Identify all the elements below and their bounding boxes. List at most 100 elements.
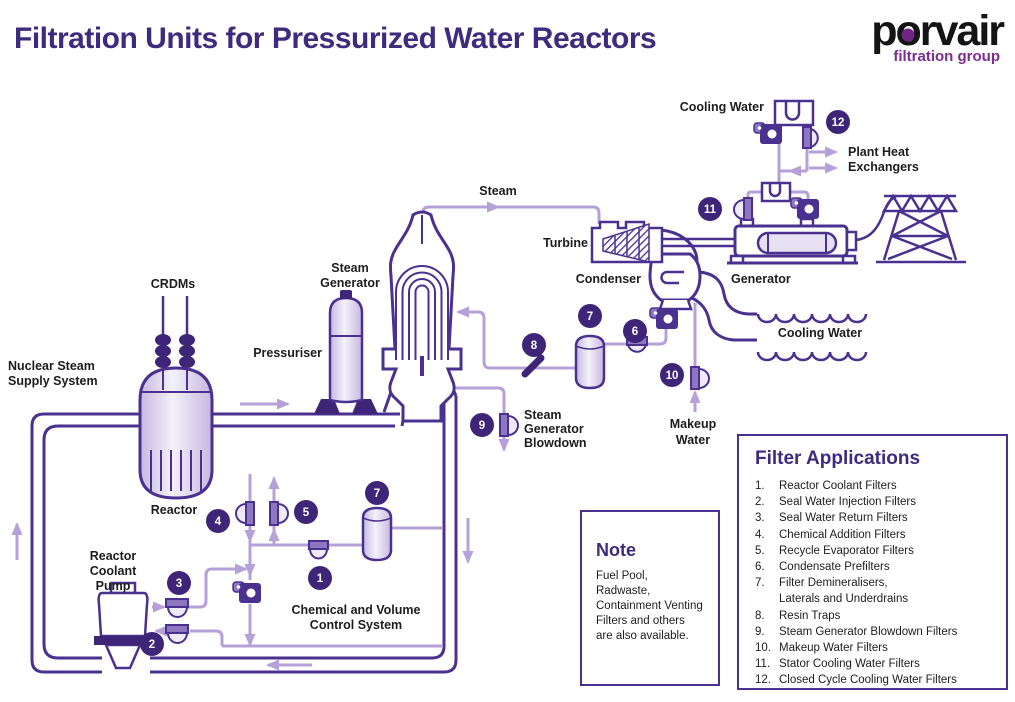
list-item: 11. Stator Cooling Water Filters — [755, 656, 996, 672]
porvair-wordmark: porvair — [871, 7, 1005, 55]
label-steam-generator-2: Generator — [320, 276, 380, 290]
badge-2: 2 — [140, 632, 164, 656]
filter-5-icon — [269, 501, 289, 526]
item-text: Stator Cooling Water Filters — [779, 658, 920, 671]
diagram-labels: Cooling Water Plant Heat Exchangers Stea… — [8, 100, 919, 632]
list-item: 10. Makeup Water Filters — [755, 640, 996, 656]
filter-1-icon — [308, 540, 329, 560]
list-item: 1. Reactor Coolant Filters — [755, 478, 996, 494]
filter-2-icon — [165, 624, 189, 644]
condensate-pump-icon — [649, 307, 679, 330]
label-makeup-2: Water — [676, 433, 710, 447]
filter-12-icon — [802, 126, 819, 149]
badge-5: 5 — [294, 500, 318, 524]
badge-7-cvcs: 7 — [365, 481, 389, 505]
badge-8: 8 — [522, 333, 546, 357]
badge-6-num: 6 — [632, 326, 638, 338]
label-cvcs-1: Chemical and Volume — [292, 603, 421, 617]
label-cooling-water-right: Cooling Water — [778, 326, 862, 340]
logo-tagline: filtration group — [893, 48, 1000, 65]
badge-6: 6 — [623, 319, 647, 343]
badge-10: 10 — [660, 363, 684, 387]
label-sgb-2: Generator — [524, 422, 584, 436]
item-text: Seal Water Return Filters — [779, 512, 908, 525]
badge-2-num: 2 — [149, 639, 155, 651]
item-num: 6. — [755, 561, 765, 574]
logo-letter: rvair — [919, 7, 1005, 55]
list-item: 8. Resin Traps — [755, 608, 996, 624]
label-plant-heat-2: Exchangers — [848, 160, 919, 174]
vessel-7-condensate — [574, 334, 606, 390]
badge-1-num: 1 — [317, 573, 324, 585]
item-num: 11. — [755, 658, 771, 671]
item-text: Reactor Coolant Filters — [779, 480, 897, 492]
label-pressuriser: Pressuriser — [253, 346, 322, 360]
logo-o-mark: o — [895, 10, 921, 53]
badge-9: 9 — [470, 413, 494, 437]
page-title: Filtration Units for Pressurized Water R… — [14, 22, 657, 55]
badge-5-num: 5 — [303, 507, 310, 519]
label-rcp-3: Pump — [96, 579, 131, 593]
badge-3: 3 — [167, 571, 191, 595]
item-text: Resin Traps — [779, 609, 841, 622]
filter-applications-panel: Filter Applications 1. Reactor Coolant Fi… — [737, 434, 1008, 690]
badge-1: 1 — [308, 566, 332, 590]
badge-7-num: 7 — [374, 488, 380, 500]
item-text: Makeup Water Filters — [779, 642, 888, 655]
transmission-tower-icon — [876, 193, 966, 264]
badge-11: 11 — [698, 197, 722, 221]
porvair-logo: porvair filtration group — [871, 7, 1005, 66]
logo-purple-dot-icon — [901, 28, 915, 41]
item-text: Laterals and Underdrains — [779, 593, 909, 606]
badge-8-num: 8 — [531, 340, 538, 352]
steam-generator-vessel — [381, 210, 463, 423]
badge-9-num: 9 — [479, 420, 485, 432]
reactor-vessel — [138, 366, 214, 500]
filter-3-icon — [165, 598, 189, 618]
item-num: 8. — [755, 609, 765, 622]
label-cvcs-2: Control System — [310, 618, 402, 632]
label-rcp-1: Reactor — [90, 549, 137, 563]
item-num: 7. — [755, 577, 765, 590]
logo-letter: p — [871, 7, 897, 55]
label-steam: Steam — [479, 184, 517, 198]
badges: 1 2 3 4 5 6 7 7 8 9 10 11 12 — [140, 110, 850, 656]
badge-4-num: 4 — [215, 516, 222, 528]
closed-cycle-pump-icon — [753, 122, 783, 145]
blowdown-line — [446, 386, 510, 452]
item-num: 1. — [755, 480, 765, 492]
badge-11-num: 11 — [704, 204, 717, 216]
list-item: Laterals and Underdrains — [755, 591, 996, 607]
item-text: Closed Cycle Cooling Water Filters — [779, 674, 957, 687]
label-plant-heat-1: Plant Heat — [848, 145, 910, 159]
item-text: Filter Demineralisers, — [779, 577, 888, 590]
list-item: 12.Closed Cycle Cooling Water Filters — [755, 672, 996, 688]
item-text: Steam Generator Blowdown Filters — [779, 625, 958, 638]
badge-12: 12 — [826, 110, 850, 134]
list-item: 3.Seal Water Return Filters — [755, 510, 996, 526]
closed-cycle-heat-exchanger — [773, 99, 815, 127]
note-title: Note — [596, 540, 636, 560]
list-item: 7. Filter Demineralisers, — [755, 575, 996, 591]
label-generator: Generator — [731, 272, 791, 286]
note-body: Fuel Pool, Radwaste, Containment Venting… — [596, 570, 703, 642]
pressuriser-vessel — [314, 290, 378, 414]
badge-7-condensate: 7 — [578, 304, 602, 328]
item-num: 10. — [755, 642, 771, 655]
item-text: Chemical Addition Filters — [779, 528, 906, 541]
filter-9-icon — [499, 413, 519, 437]
filter-applications-title: Filter Applications — [755, 448, 921, 469]
generator-shape — [662, 195, 897, 265]
label-rcp-2: Coolant — [90, 564, 137, 578]
label-sgb-3: Blowdown — [524, 436, 587, 450]
list-item: 2.Seal Water Injection Filters — [755, 494, 996, 510]
item-num: 2. — [755, 496, 765, 509]
label-makeup-1: Makeup — [670, 417, 717, 431]
label-reactor: Reactor — [151, 503, 198, 517]
crdm-rods — [155, 296, 195, 368]
cooling-water-waves — [756, 313, 868, 362]
label-steam-generator-1: Steam — [331, 261, 369, 275]
badge-12-num: 12 — [832, 117, 845, 129]
item-num: 5. — [755, 544, 765, 557]
